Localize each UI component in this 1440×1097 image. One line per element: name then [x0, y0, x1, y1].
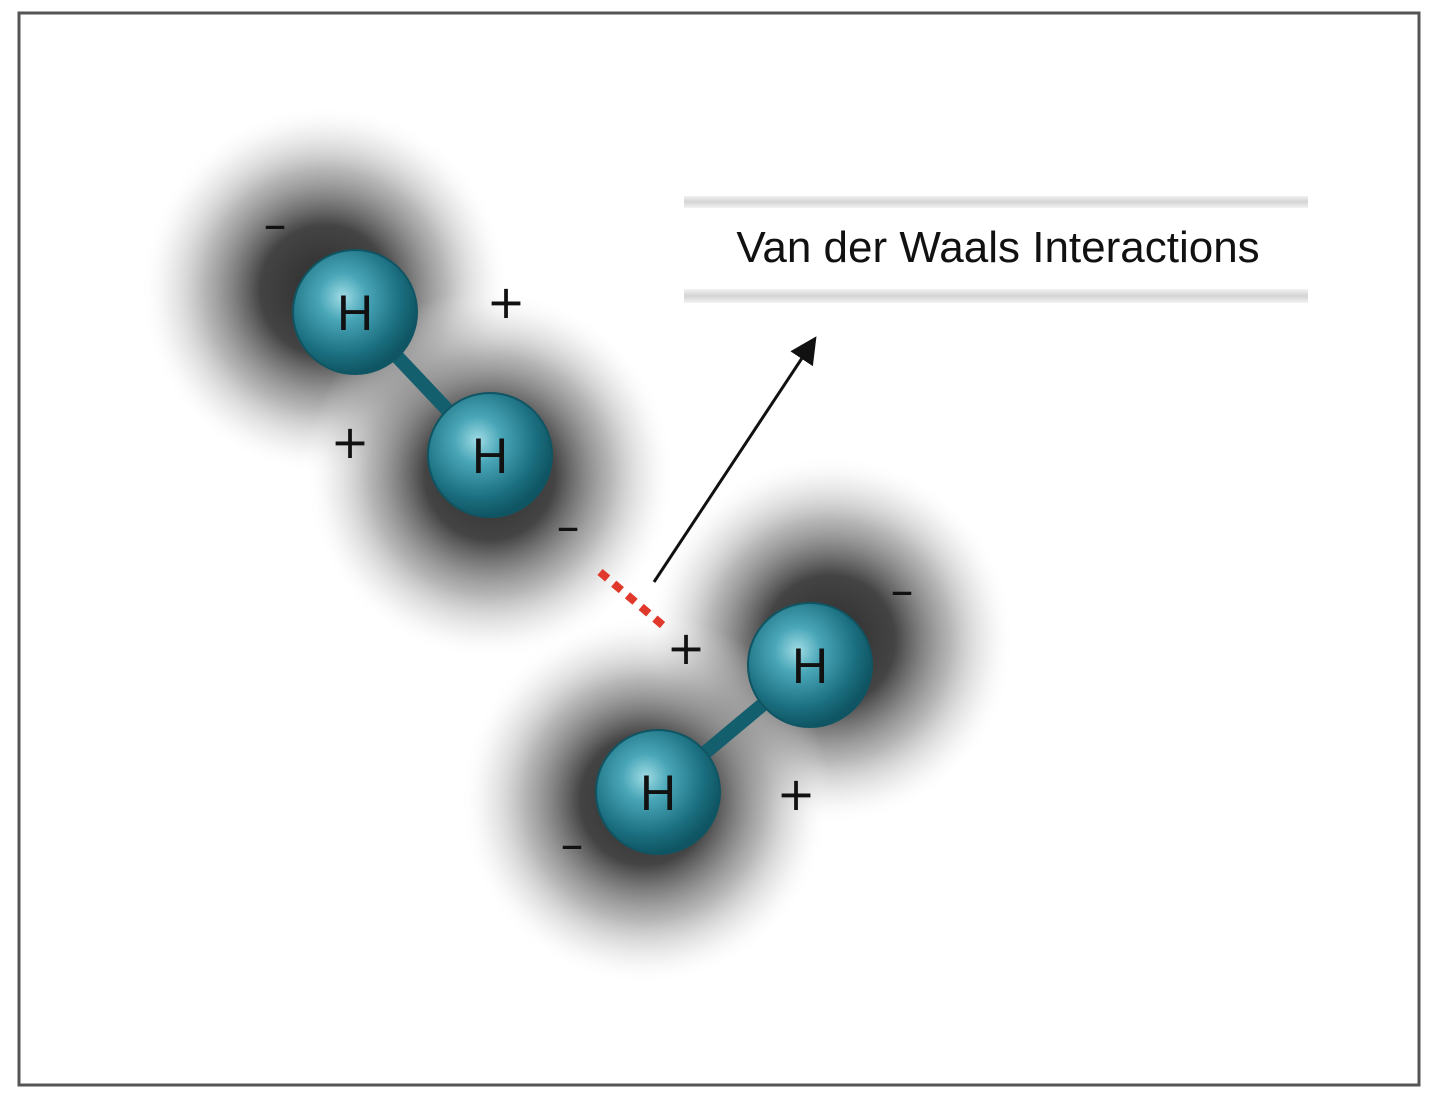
pointer-arrow [652, 336, 817, 583]
partial-charge-negative: – [561, 817, 584, 871]
title-box: Van der Waals Interactions [684, 196, 1308, 303]
hydrogen-atom: H [427, 392, 553, 518]
partial-charge-positive: + [667, 621, 706, 675]
atom-label: H [337, 285, 373, 341]
atom-label: H [792, 638, 828, 694]
partial-charge-positive: + [777, 767, 816, 821]
partial-charge-negative: – [891, 563, 914, 617]
title-bottom-rule [684, 289, 1308, 303]
hydrogen-atom: H [595, 729, 721, 855]
molecule-2: H H – + + – [561, 563, 914, 871]
partial-charge-positive: + [331, 415, 370, 469]
atom-label: H [472, 428, 508, 484]
partial-charge-positive: + [487, 275, 526, 329]
title-top-rule [684, 196, 1308, 208]
interaction-dashed-line [597, 568, 669, 632]
hydrogen-atom: H [292, 249, 418, 375]
molecule-1: H H – + + – [264, 197, 580, 553]
partial-charge-negative: – [557, 499, 580, 553]
hydrogen-atom: H [747, 602, 873, 728]
atom-label: H [640, 765, 676, 821]
partial-charge-negative: – [264, 197, 287, 251]
diagram-title: Van der Waals Interactions [736, 223, 1259, 272]
